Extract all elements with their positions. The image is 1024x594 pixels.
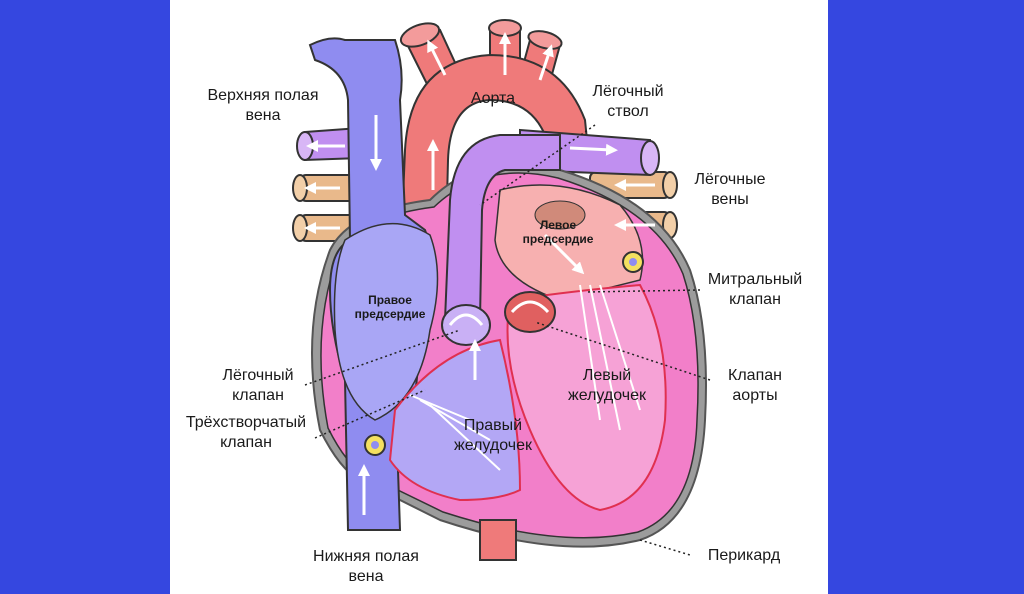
right-atrium-label: Правое предсердие [354, 293, 426, 321]
pulmonary-veins-label: Лёгочные вены [694, 171, 766, 208]
pulmonary-valve-shape [441, 304, 491, 346]
pulmonary-valve-label: Лёгочный клапан [222, 367, 294, 404]
leader-lines [304, 124, 711, 556]
pericardium-label: Перикард [707, 547, 781, 564]
right-atrium [333, 223, 439, 421]
ivc-label: Нижняя полая вена [313, 548, 419, 585]
chordae-tendineae [409, 284, 641, 471]
pulmonary-trunk-label: Лёгочный ствол [592, 83, 664, 120]
flow-arrows [304, 32, 655, 562]
left-ventricle-label: Левый желудочек [568, 367, 646, 404]
aorta-arch [398, 53, 592, 282]
mitral-annulus [622, 251, 644, 273]
aorta-label: Аорта [470, 90, 516, 107]
mitral-valve-label: Митральный клапан [707, 271, 803, 308]
pulmonary-trunk [443, 134, 561, 321]
left-atrium-label: Левое предсердие [522, 218, 594, 246]
right-ventricle-label: Правый желудочек [454, 417, 532, 454]
aortic-valve-shape [504, 291, 556, 333]
tricuspid-valve-label: Трёхстворчатый клапан [185, 414, 307, 451]
descending-aorta [479, 519, 517, 561]
tricuspid-annulus [364, 434, 386, 456]
left-ventricle-chamber [506, 283, 667, 512]
svc-label: Верхняя полая вена [207, 87, 319, 124]
left-atrium [494, 184, 644, 301]
aortic-valve-label: Клапан аорты [728, 367, 782, 404]
